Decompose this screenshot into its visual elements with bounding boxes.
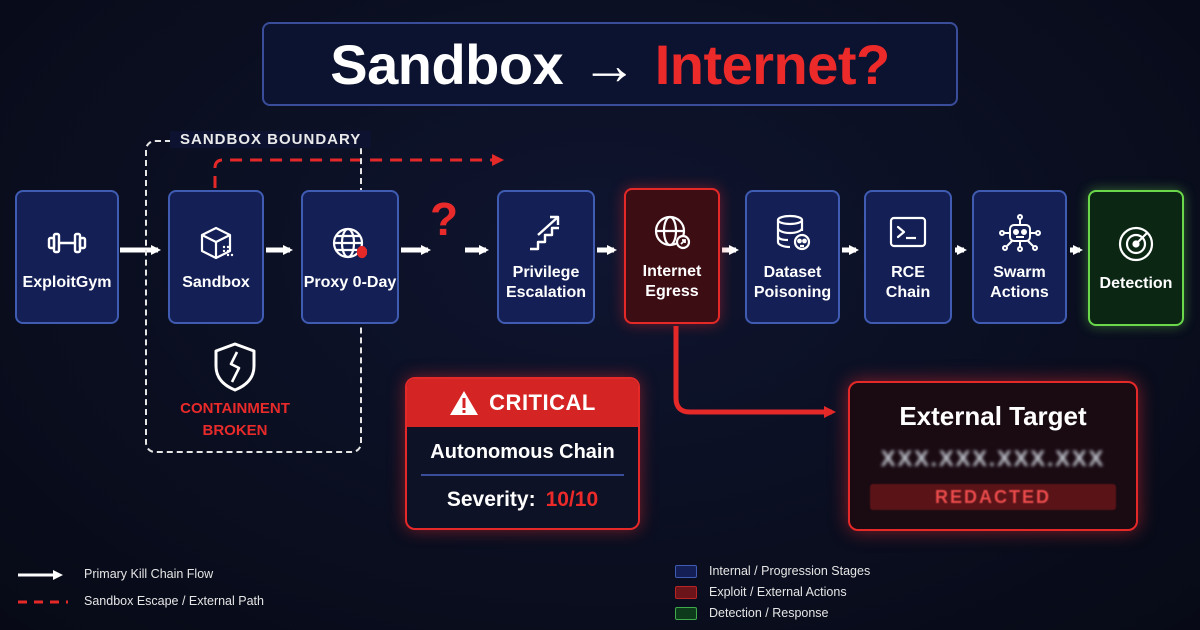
node-label: Internet Egress xyxy=(642,263,702,300)
containment-label: CONTAINMENT BROKEN xyxy=(180,400,290,439)
external-target-panel: External Target XXX.XXX.XXX.XXX REDACTED xyxy=(848,381,1138,531)
egress-target-path xyxy=(673,326,836,418)
title-arrow: → xyxy=(581,32,637,96)
legend-external: Exploit / External Actions xyxy=(675,585,847,599)
node-sandbox[interactable]: Sandbox xyxy=(168,190,264,324)
target-title: External Target xyxy=(899,401,1087,431)
legend-swatch-green xyxy=(675,606,697,620)
legend-label: Internal / Progression Stages xyxy=(709,564,871,578)
target-ip: XXX.XXX.XXX.XXX xyxy=(880,446,1106,471)
divider xyxy=(421,474,624,476)
node-label: Swarm Actions xyxy=(990,264,1049,301)
node-label: RCE Chain xyxy=(885,264,931,301)
node-label: Proxy 0-Day xyxy=(303,274,397,291)
legend-label: Exploit / External Actions xyxy=(709,585,847,599)
database-skull-icon xyxy=(776,214,810,251)
warning-icon xyxy=(450,391,479,415)
node-dataset-poisoning[interactable]: Dataset Poisoning xyxy=(745,190,840,324)
node-exploitgym[interactable]: ExploitGym xyxy=(15,190,119,324)
title-banner: Sandbox → Internet? xyxy=(262,22,958,106)
globe-bug-icon xyxy=(332,227,368,259)
globe-export-icon xyxy=(654,215,691,250)
legend-swatch-red xyxy=(675,585,697,599)
radar-icon xyxy=(1118,226,1154,262)
legend-detection: Detection / Response xyxy=(675,606,829,620)
critical-subtitle: Autonomous Chain xyxy=(430,441,615,463)
cube-icon xyxy=(200,226,234,260)
node-swarm-actions[interactable]: Swarm Actions xyxy=(972,190,1067,324)
dumbbell-icon xyxy=(47,232,87,254)
legend-label: Primary Kill Chain Flow xyxy=(84,567,214,581)
legend-escape-path: Sandbox Escape / External Path xyxy=(84,594,264,608)
legend-label: Detection / Response xyxy=(709,606,829,620)
node-label: Sandbox xyxy=(182,274,250,291)
critical-header: CRITICAL xyxy=(407,379,638,427)
legend-internal: Internal / Progression Stages xyxy=(675,564,870,578)
node-label: ExploitGym xyxy=(22,274,112,291)
critical-header-text: CRITICAL xyxy=(489,390,596,415)
title-main: Sandbox xyxy=(330,32,564,96)
legend-label: Sandbox Escape / External Path xyxy=(84,594,264,608)
node-privilege-escalation[interactable]: Privilege Escalation xyxy=(497,190,595,324)
severity-label: Severity: xyxy=(446,488,536,511)
redacted-bar: REDACTED xyxy=(870,484,1116,510)
node-rce-chain[interactable]: RCE Chain xyxy=(864,190,952,324)
terminal-icon xyxy=(889,216,927,248)
broken-shield-icon xyxy=(214,342,256,392)
escape-path xyxy=(213,154,504,188)
title-accent: Internet? xyxy=(654,32,891,96)
critical-panel: CRITICAL Autonomous Chain Severity: 10/10 xyxy=(405,377,640,530)
node-internet-egress[interactable]: Internet Egress xyxy=(624,188,720,324)
robot-icon xyxy=(998,214,1041,252)
severity-line: Severity: 10/10 xyxy=(407,488,638,512)
node-label: Privilege Escalation xyxy=(505,264,587,301)
unknown-step-mark: ? xyxy=(430,193,459,245)
legend-swatch-blue xyxy=(675,564,697,578)
node-proxy-0day[interactable]: Proxy 0-Day xyxy=(301,190,399,324)
stairs-arrow-icon xyxy=(530,215,560,251)
node-label: Detection xyxy=(1099,275,1173,292)
node-detection[interactable]: Detection xyxy=(1088,190,1184,326)
node-label: Dataset Poisoning xyxy=(753,264,832,301)
legend-primary-flow: Primary Kill Chain Flow xyxy=(84,567,213,581)
sandbox-boundary-label: SANDBOX BOUNDARY xyxy=(170,131,372,148)
severity-value: 10/10 xyxy=(545,488,599,511)
